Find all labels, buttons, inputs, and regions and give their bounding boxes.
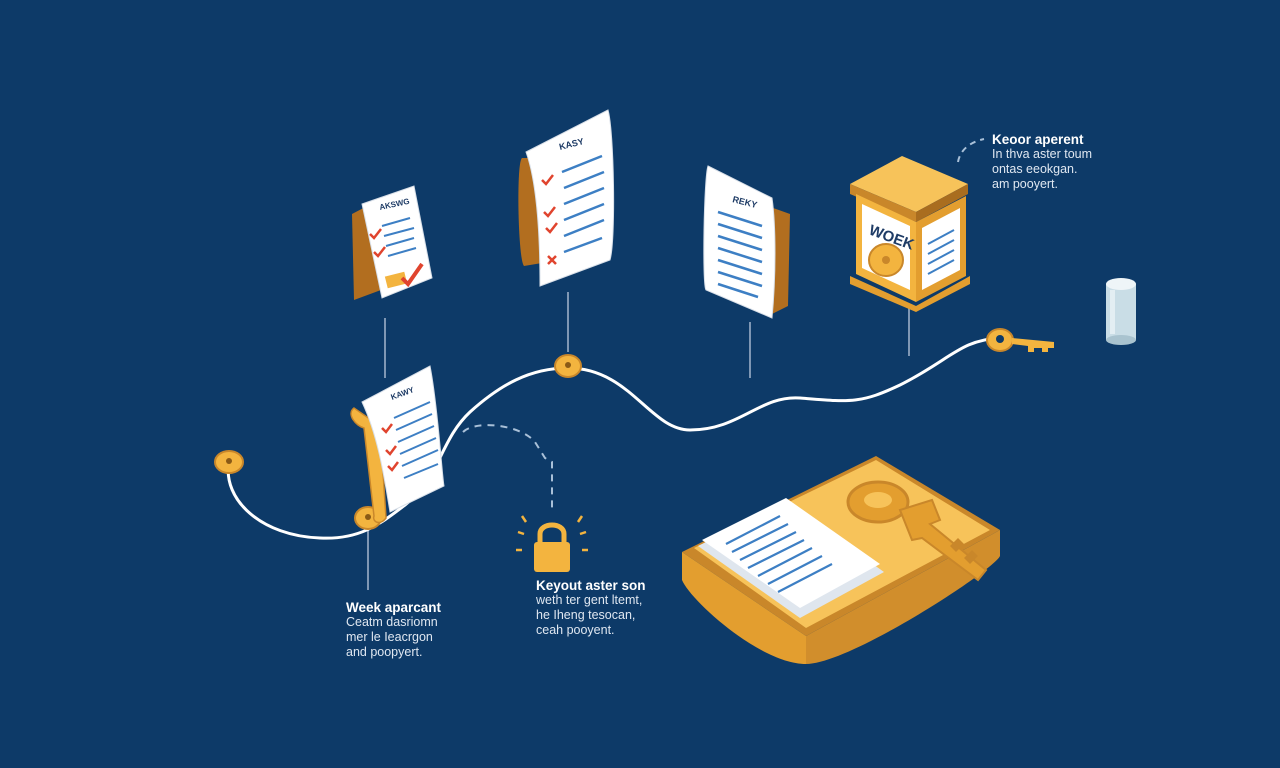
checklist-document-icon: KASY <box>518 109 615 287</box>
checklist-document-icon: AKSWG <box>352 185 433 300</box>
label-left-line: Ceatm dasriomn <box>346 615 438 629</box>
scroll-document-icon: KAWY <box>350 365 445 524</box>
label-left-line: and poopyert. <box>346 645 423 659</box>
label-center-line: ceah pooyent. <box>536 623 615 637</box>
node-icon <box>214 450 244 474</box>
open-document-icon <box>698 498 884 618</box>
label-top-right: Keoor aperent In thva aster toum ontas e… <box>992 132 1092 192</box>
key-icon <box>986 328 1054 352</box>
dashed-branch <box>462 424 553 510</box>
label-center: Keyout aster son weth ter gent ltemt, he… <box>536 578 646 638</box>
lock-icon <box>516 515 588 572</box>
label-top-right-line: In thva aster toum <box>992 147 1093 161</box>
list-document-icon: REKY <box>703 165 790 319</box>
label-center-line: weth ter gent ltemt, <box>536 593 643 607</box>
cylinder-icon <box>1106 278 1136 345</box>
vertical-connectors <box>367 292 910 590</box>
label-center-title: Keyout aster son <box>536 578 646 593</box>
box-icon: WOEK <box>850 156 970 312</box>
key-icon <box>846 480 988 582</box>
label-top-right-line: ontas eeokgan. <box>992 162 1078 176</box>
label-left-title: Week aparcant <box>346 600 442 615</box>
label-top-right-line: am pooyert. <box>992 177 1059 191</box>
annotation-pointer <box>957 138 985 163</box>
label-left-line: mer le Ieacrgon <box>346 630 433 644</box>
label-top-right-title: Keoor aperent <box>992 132 1084 147</box>
label-left: Week aparcant Ceatm dasriomn mer le Ieac… <box>346 600 441 660</box>
label-center-line: he Iheng tesocan, <box>536 608 636 622</box>
node-icon <box>554 354 582 378</box>
